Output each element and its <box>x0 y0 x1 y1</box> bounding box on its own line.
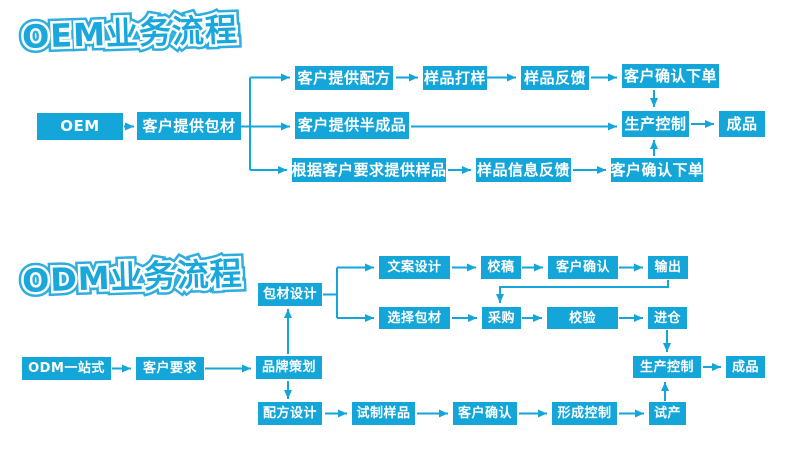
oem-node-start: OEM <box>37 113 123 140</box>
odm-node-customer-confirm-top: 客户确认 <box>548 256 618 279</box>
odm-node-proofreading: 校稿 <box>481 256 521 279</box>
odm-node-customer-requirements: 客户要求 <box>136 357 204 380</box>
odm-node-output: 输出 <box>648 256 688 279</box>
odm-node-finished-product: 成品 <box>726 356 765 378</box>
odm-node-trial-production: 试产 <box>649 402 686 425</box>
oem-node-provide-packaging: 客户提供包材 <box>137 112 241 140</box>
odm-node-copy-design: 文案设计 <box>379 256 450 279</box>
oem-node-provide-samples-per-request: 根据客户要求提供样品 <box>292 158 446 182</box>
odm-node-brand-planning: 品牌策划 <box>256 356 322 379</box>
oem-node-provide-semifinished: 客户提供半成品 <box>295 112 409 139</box>
oem-node-confirm-order-top: 客户确认下单 <box>622 64 719 88</box>
odm-node-production-control: 生产控制 <box>633 356 701 378</box>
odm-node-formation-control: 形成控制 <box>552 402 617 425</box>
odm-node-trial-sample: 试制样品 <box>352 402 415 425</box>
odm-node-customer-confirm-bottom: 客户确认 <box>453 402 517 425</box>
oem-node-sample-info-feedback: 样品信息反馈 <box>476 158 571 182</box>
oem-node-provide-formula: 客户提供配方 <box>295 66 393 90</box>
odm-node-start: ODM一站式 <box>22 357 111 380</box>
odm-node-verification: 校验 <box>547 307 618 329</box>
oem-node-sample-feedback: 样品反馈 <box>521 66 589 90</box>
oem-node-production-control: 生产控制 <box>622 111 689 137</box>
odm-node-select-packaging: 选择包材 <box>379 307 450 329</box>
odm-node-purchasing: 采购 <box>482 307 521 329</box>
odm-node-formula-design: 配方设计 <box>258 402 322 425</box>
oem-node-finished-product: 成品 <box>719 111 765 137</box>
odm-node-warehouse-in: 进仓 <box>648 307 687 329</box>
oem-chart-title: OEM业务流程 <box>21 4 238 58</box>
oem-node-sample-proofing: 样品打样 <box>423 66 487 90</box>
odm-node-packaging-design: 包材设计 <box>258 283 322 306</box>
oem-node-confirm-order-bottom: 客户确认下单 <box>611 158 703 182</box>
odm-chart-title: ODM业务流程 <box>21 248 243 302</box>
